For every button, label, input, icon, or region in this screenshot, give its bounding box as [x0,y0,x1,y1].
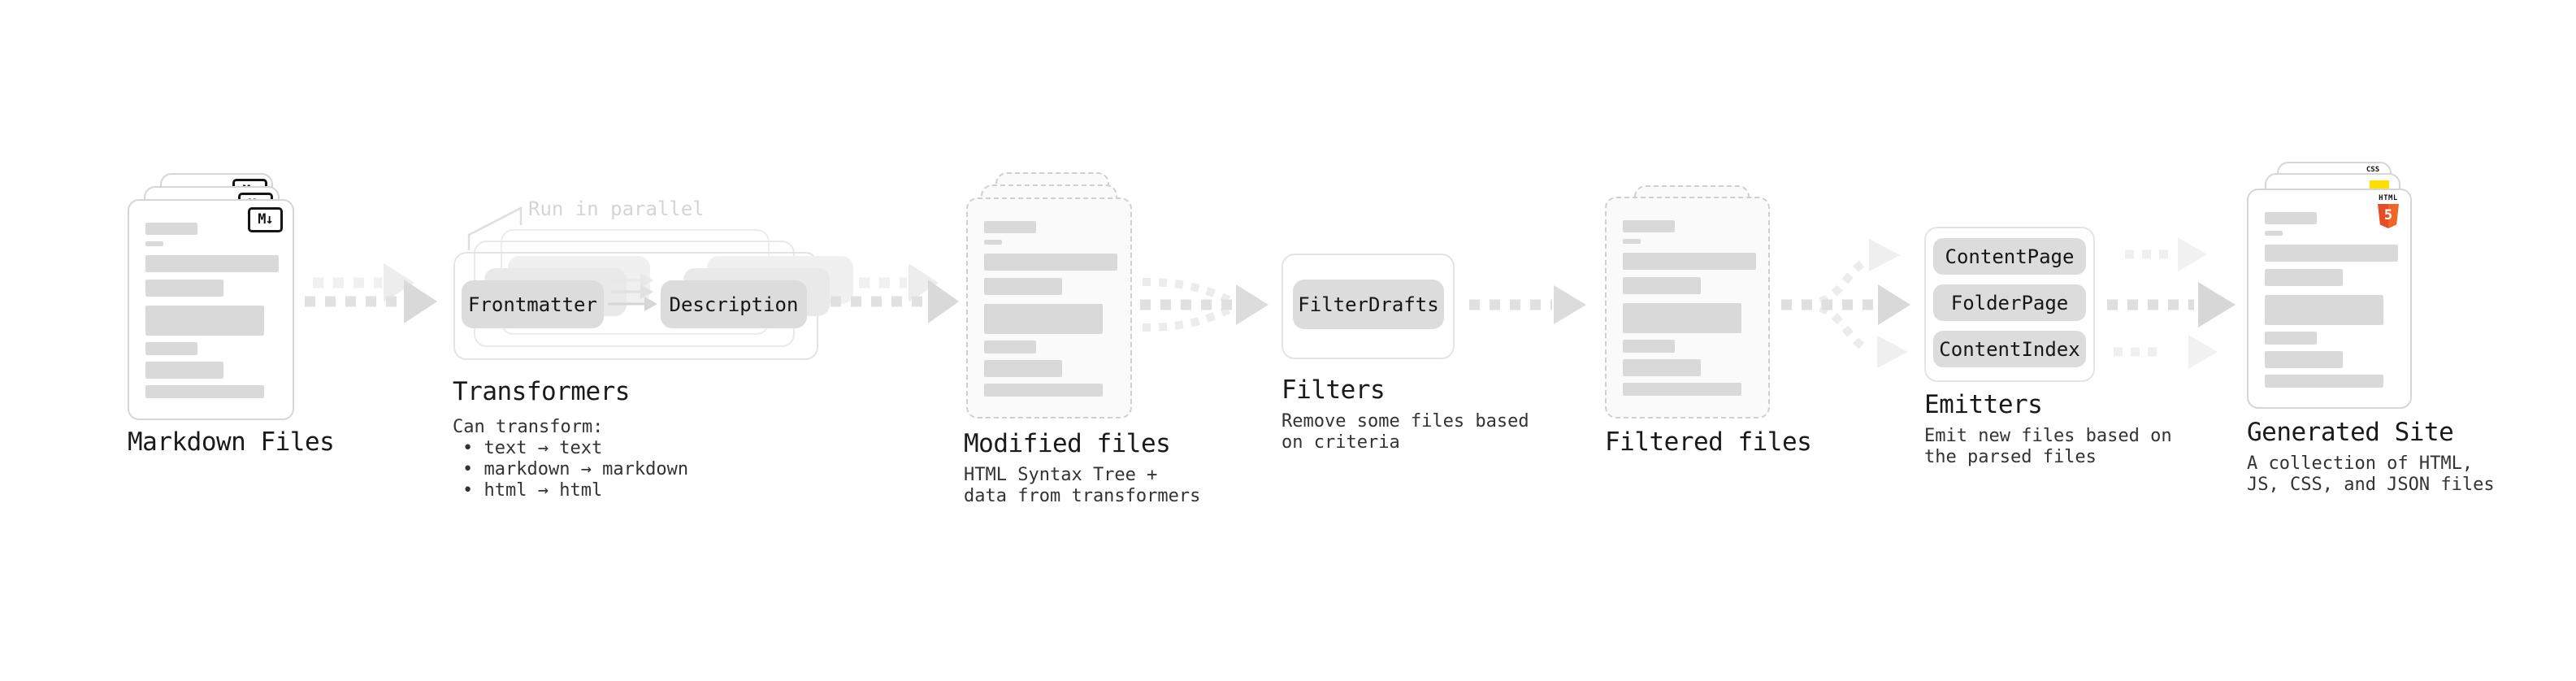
html5-icon-label: HTML [2379,194,2398,202]
markdown-file-card-front: M↓ [128,199,294,420]
modified-files-description: HTML Syntax Tree + data from transformer… [964,465,1200,507]
filters-description: Remove some files based on criteria [1281,411,1529,453]
text-placeholder-bar [984,360,1062,377]
arrow-markdown-to-transformers [305,263,437,323]
text-placeholder-bar [2265,245,2398,262]
stage-label-filters: Filters [1281,375,1386,405]
text-placeholder-bar [1623,253,1756,270]
emitter-node-folderpage: FolderPage [1933,284,2086,321]
text-placeholder-bar [984,278,1062,295]
filtered-file-card-front [1605,197,1770,419]
text-placeholder-bar [2265,375,2383,388]
text-placeholder-bar [145,280,223,297]
css-icon-label: CSS [2366,166,2380,174]
description-line: Emit new files based on [1924,426,2172,446]
arrow-emitters-to-generated [2107,237,2236,369]
description-line: on criteria [1281,432,1400,453]
text-placeholder-bar [2265,332,2317,345]
stage-label-emitters: Emitters [1924,390,2043,419]
html5-icon: HTML 5 [2377,195,2400,228]
text-placeholder-bar [145,241,163,246]
markdown-icon: M↓ [248,207,283,232]
generated-file-card-front: HTML 5 [2247,189,2412,409]
text-placeholder-bar [1623,340,1675,353]
filters-panel [1281,254,1455,359]
transform-bullet-list: • text → text • markdown → markdown • ht… [453,438,688,501]
text-placeholder-bar [984,240,1002,245]
emitter-node-contentindex: ContentIndex [1933,331,2086,367]
stage-label-transformers: Transformers [453,377,630,406]
bullet-item: • markdown → markdown [462,459,689,479]
description-line: HTML Syntax Tree + [964,465,1158,485]
description-line: the parsed files [1924,447,2097,467]
text-placeholder-bar [1623,303,1741,333]
text-placeholder-bar [145,385,264,398]
description-line: A collection of HTML, [2247,453,2474,474]
text-placeholder-bar [2265,212,2317,224]
text-placeholder-bar [984,384,1103,397]
text-placeholder-bar [145,362,223,379]
text-placeholder-bar [145,223,197,235]
text-placeholder-bar [984,254,1117,271]
emitters-panel [1924,227,2095,382]
text-placeholder-bar [1623,239,1641,244]
text-placeholder-bar [1623,277,1701,294]
description-line: Remove some files based [1281,411,1529,432]
transformer-node-frontmatter: Frontmatter [462,280,604,328]
arrow-filters-to-filtered [1469,285,1586,324]
text-placeholder-bar [2265,351,2343,368]
stage-label-modified-files: Modified files [964,429,1171,458]
description-line: Can transform: [453,417,604,437]
modified-file-card-front [966,197,1132,419]
description-line: JS, CSS, and JSON files [2247,475,2495,495]
arrow-filtered-to-emitters-diverge [1781,239,1910,368]
text-placeholder-bar [984,221,1036,233]
stage-label-filtered-files: Filtered files [1605,427,1812,457]
text-placeholder-bar [2265,295,2383,325]
text-placeholder-bar [1623,359,1701,376]
generated-site-description: A collection of HTML, JS, CSS, and JSON … [2247,453,2495,496]
text-placeholder-bar [145,342,197,355]
javascript-icon [2370,180,2389,189]
filter-node-filterdrafts: FilterDrafts [1293,280,1444,329]
annotation-run-in-parallel: Run in parallel [528,197,705,220]
text-placeholder-bar [2265,269,2343,286]
arrow-modified-to-filters-merge [1140,278,1268,332]
transformers-description: Can transform: • text → text • markdown … [453,417,688,501]
bullet-item: • text → text [462,438,603,458]
stage-label-generated-site: Generated Site [2247,418,2454,447]
text-placeholder-bar [145,306,264,336]
text-placeholder-bar [984,340,1036,354]
text-placeholder-bar [145,255,279,272]
bullet-item: • html → html [462,480,603,501]
description-line: data from transformers [964,486,1201,506]
transformer-node-description: Description [661,280,807,328]
text-placeholder-bar [2265,231,2283,236]
stage-label-markdown-files: Markdown Files [128,427,335,457]
text-placeholder-bar [1623,220,1675,232]
emitters-description: Emit new files based on the parsed files [1924,426,2172,468]
emitter-node-contentpage: ContentPage [1933,238,2086,275]
text-placeholder-bar [984,304,1103,334]
text-placeholder-bar [1623,383,1741,396]
html5-icon-shield: 5 [2378,204,2399,228]
